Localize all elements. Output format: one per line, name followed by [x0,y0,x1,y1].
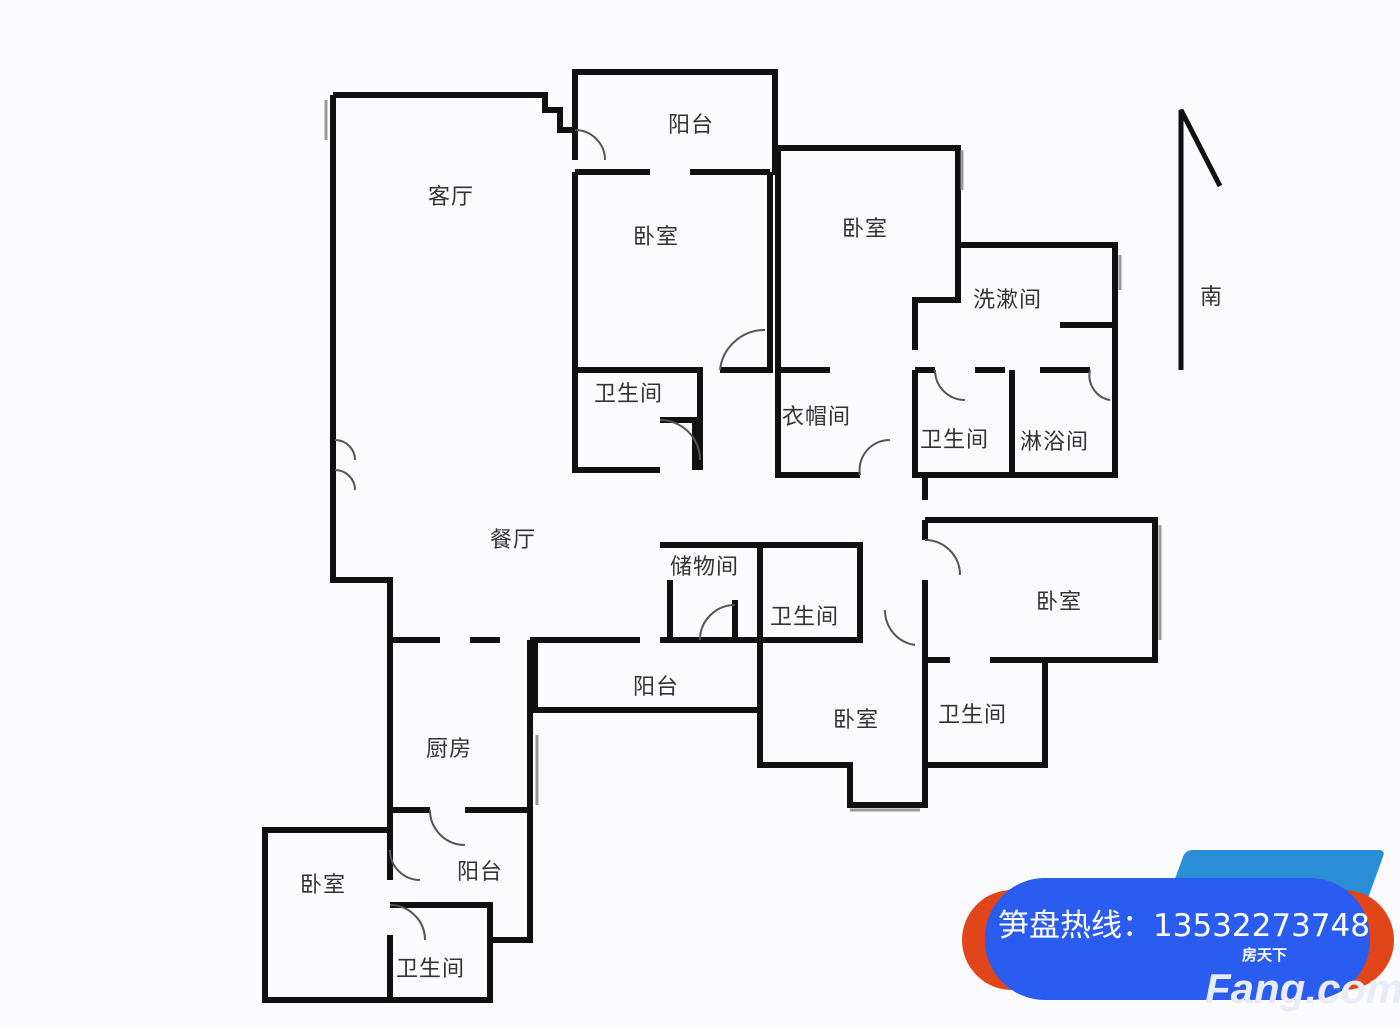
room-label-balcony-low: 阳台 [457,860,504,885]
room-label-dining: 餐厅 [490,528,537,553]
bedroom2-walls [778,145,961,350]
room-label-balcony-top: 阳台 [668,113,715,138]
room-label-bedroom-3: 卧室 [1036,590,1083,615]
bedroom1-right-wall [720,172,773,373]
room-label-bath-2: 卫生间 [920,428,990,453]
room-label-shower: 淋浴间 [1020,430,1090,455]
living-left-wall [330,95,393,810]
bedroom-right-walls [925,517,1158,768]
bedroom1-bath-walls [572,172,698,473]
bedroom3-walls [757,580,928,808]
room-label-bedroom-5: 卧室 [300,873,347,898]
balcony-mid-walls [532,640,760,713]
compass-arrow [1178,108,1223,370]
closet-walls [775,148,860,478]
walls [262,69,1158,1003]
hotline-badge: 笋盘热线：13532273748 房天下 Fang.com [960,850,1400,1020]
storage-walls [660,542,760,640]
balcony-top-walls [572,69,778,175]
compass-label: 南 [1200,285,1224,310]
room-label-storage: 储物间 [670,555,740,580]
room-label-bath-5: 卫生间 [396,957,466,982]
room-label-kitchen: 厨房 [426,737,473,762]
kitchen-walls [390,640,533,813]
room-label-bedroom-2: 卧室 [842,217,889,242]
windows [324,100,1162,812]
room-label-bedroom-1: 卧室 [633,225,680,250]
room-label-bath-1: 卫生间 [594,382,664,407]
bath3-walls [757,542,863,643]
living-top-wall [333,92,575,133]
room-label-bedroom-4: 卧室 [833,708,880,733]
room-label-closet: 衣帽间 [782,405,852,430]
room-label-balcony-mid: 阳台 [633,675,680,700]
room-label-bath-3: 卫生间 [770,605,840,630]
door-arcs [334,129,1111,941]
wash-bath-walls [912,242,1118,478]
fang-logo-cn: 房天下 [1242,946,1288,964]
room-label-living: 客厅 [428,185,475,210]
badge-blue-pill [985,878,1370,1000]
room-label-bath-4: 卫生间 [938,703,1008,728]
room-label-wash: 洗漱间 [973,288,1043,313]
bath1-top-wall [575,367,703,470]
fang-logo: Fang.com [1205,965,1400,1012]
hotline-text: 笋盘热线：13532273748 [998,908,1370,944]
bedroom5-walls [262,827,493,1003]
